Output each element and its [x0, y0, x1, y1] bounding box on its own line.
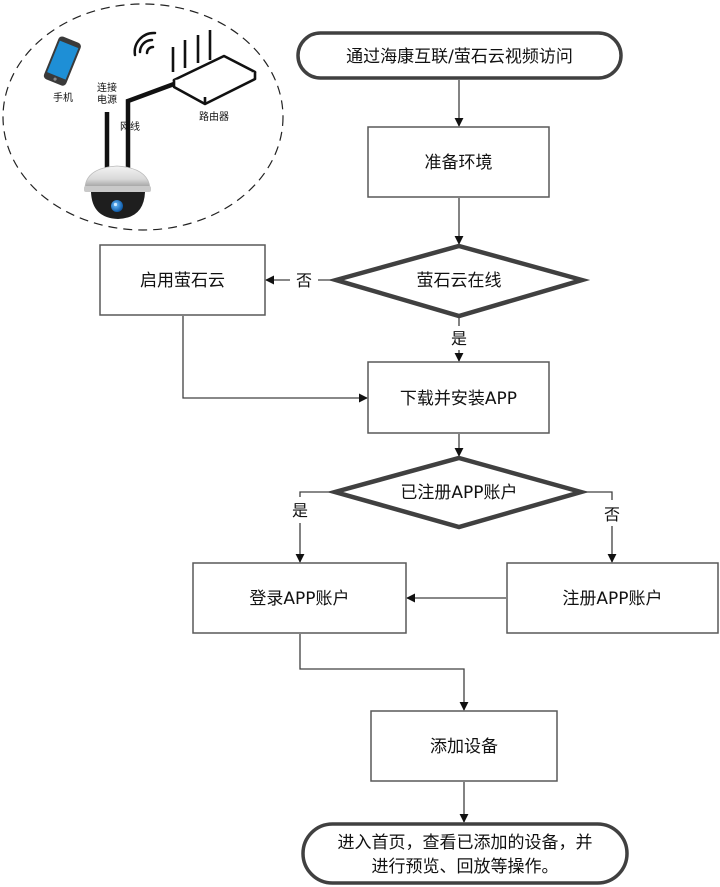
- camera-icon: [84, 165, 151, 219]
- phone-label: 手机: [53, 91, 73, 104]
- add-device-text: 添加设备: [430, 737, 498, 757]
- node-add-device: 添加设备: [370, 710, 558, 782]
- cable-label: 网线: [120, 120, 140, 133]
- node-decision-registered: 已注册APP账户: [326, 455, 590, 530]
- prepare-text: 准备环境: [425, 153, 493, 173]
- power-label-line1: 连接: [97, 81, 117, 94]
- node-enable-cloud: 启用萤石云: [99, 244, 266, 316]
- dashed-boundary: [2, 3, 284, 231]
- edge-label-no-2: 否: [604, 505, 620, 524]
- edge-login-to-add-device: [299, 634, 469, 711]
- node-login: 登录APP账户: [192, 562, 407, 634]
- node-end: 进入首页，查看已添加的设备，并 进行预览、回放等操作。: [301, 822, 629, 885]
- start-text: 通过海康互联/萤石云视频访问: [346, 47, 573, 67]
- decision-online-text: 萤石云在线: [417, 271, 502, 291]
- edge-label-yes-1: 是: [451, 329, 467, 348]
- decision-registered-text: 已注册APP账户: [400, 483, 517, 503]
- power-label-line2: 电源: [97, 93, 117, 106]
- network-diagram: 手机 路由器 连接 电源 网线: [2, 3, 284, 231]
- flowchart-edges: [182, 80, 612, 823]
- phone-screen: [47, 40, 79, 80]
- network-cable: [125, 81, 175, 168]
- edge-enable-to-download: [182, 316, 368, 403]
- edge-label-yes-2: 是: [292, 501, 308, 520]
- wifi-icon: [133, 31, 157, 57]
- register-text: 注册APP账户: [562, 589, 662, 609]
- download-app-text: 下载并安装APP: [400, 389, 517, 409]
- node-start: 通过海康互联/萤石云视频访问: [296, 31, 623, 80]
- node-register: 注册APP账户: [506, 562, 719, 634]
- edge-decision-registered-no: [584, 491, 612, 562]
- node-prepare: 准备环境: [367, 126, 550, 198]
- router-label: 路由器: [199, 110, 229, 123]
- router-icon: [171, 30, 257, 106]
- login-text: 登录APP账户: [249, 589, 349, 609]
- edge-label-no-1: 否: [296, 271, 312, 290]
- end-text-line2: 进行预览、回放等操作。: [372, 857, 559, 877]
- phone-icon: [43, 36, 81, 86]
- edge-decision-registered-yes: [300, 491, 332, 562]
- node-download-app: 下载并安装APP: [367, 361, 550, 434]
- enable-cloud-text: 启用萤石云: [140, 271, 225, 291]
- node-decision-online: 萤石云在线: [327, 243, 591, 319]
- end-text-line1: 进入首页，查看已添加的设备，并: [338, 833, 593, 853]
